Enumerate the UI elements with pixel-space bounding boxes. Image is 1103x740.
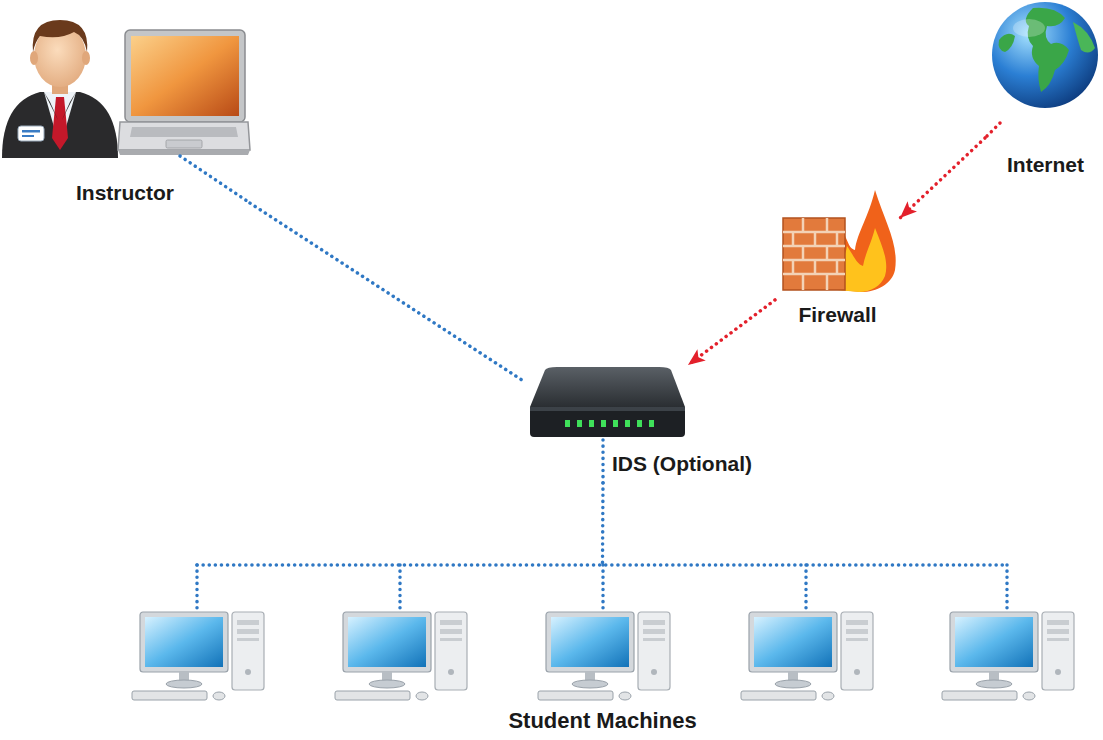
node-label: Student Machines xyxy=(508,708,696,734)
firewall-node: Firewall xyxy=(775,188,900,333)
instructor-illustration xyxy=(0,0,250,212)
ids-node: IDS (Optional) xyxy=(525,365,790,483)
node-label: Instructor xyxy=(76,180,174,205)
node-label: Firewall xyxy=(798,302,876,327)
node-label: Internet xyxy=(1007,152,1084,177)
network-link xyxy=(250,203,525,382)
network-link xyxy=(601,483,605,563)
student-machines-group: Student Machines xyxy=(130,563,1075,740)
network-link xyxy=(688,300,775,365)
network-link xyxy=(900,138,985,218)
instructor-node: Instructor xyxy=(0,0,250,212)
internet-node: Internet xyxy=(985,0,1103,182)
node-label: IDS (Optional) xyxy=(612,451,752,476)
